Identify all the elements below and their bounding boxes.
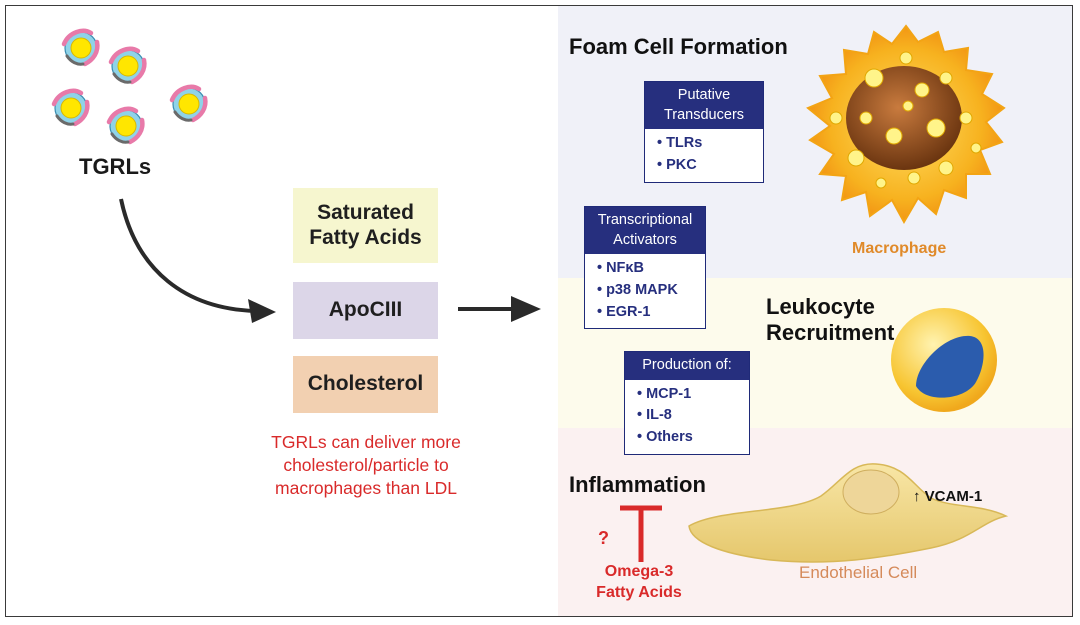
tgrl-particle [64, 31, 97, 64]
tgrl-cholesterol-note: TGRLs can deliver more cholesterol/parti… [271, 432, 461, 499]
tgrl-particle [172, 87, 205, 120]
right-arrow [458, 296, 541, 322]
production-box: Production of: MCP-1 IL-8 Others [624, 351, 750, 455]
tgrl-particle [109, 109, 142, 142]
macrophage-illustration [806, 24, 1006, 225]
leukocyte-recruitment-title: Leukocyte Recruitment [766, 294, 895, 346]
putative-transducers-box: Putative Transducers TLRs PKC [644, 81, 764, 183]
tgrl-particle [54, 91, 87, 124]
endothelial-cell-label: Endothelial Cell [799, 563, 918, 582]
tgrls-label: TGRLs [79, 154, 152, 179]
production-header: Production of: [625, 352, 749, 380]
putative-transducers-header: Putative Transducers [645, 82, 763, 130]
list-item: Others [637, 427, 749, 449]
leukocyte-illustration [891, 308, 997, 412]
list-item: PKC [657, 155, 763, 177]
list-item: MCP-1 [637, 384, 749, 406]
curved-arrow [119, 198, 276, 323]
transcriptional-activators-header: Transcriptional Activators [585, 207, 705, 255]
list-item: NFκB [597, 258, 705, 280]
endothelial-cell-illustration [688, 463, 1009, 563]
omega-3-label: Omega-3 Fatty Acids [596, 563, 682, 601]
tgrl-particle [111, 49, 144, 82]
apociii-chip: ApoCIII [293, 282, 438, 339]
transcriptional-activators-box: Transcriptional Activators NFκB p38 MAPK… [584, 206, 706, 330]
list-item: p38 MAPK [597, 280, 705, 302]
vcam-1-label: ↑ VCAM-1 [913, 488, 983, 505]
inhibition-bar [620, 505, 662, 562]
list-item: IL-8 [637, 405, 749, 427]
tgrl-particles [46, 26, 216, 151]
saturated-fatty-acids-chip: Saturated Fatty Acids [293, 188, 438, 263]
macrophage-label: Macrophage [852, 240, 947, 257]
list-item: TLRs [657, 133, 763, 155]
list-item: EGR-1 [597, 302, 705, 324]
foam-cell-formation-title: Foam Cell Formation [569, 34, 788, 59]
question-mark: ? [598, 528, 609, 548]
figure-frame: TGRLs Saturated Fatty Acids ApoCIII Chol… [5, 5, 1073, 617]
inflammation-title: Inflammation [569, 472, 706, 497]
cholesterol-chip: Cholesterol [293, 356, 438, 413]
